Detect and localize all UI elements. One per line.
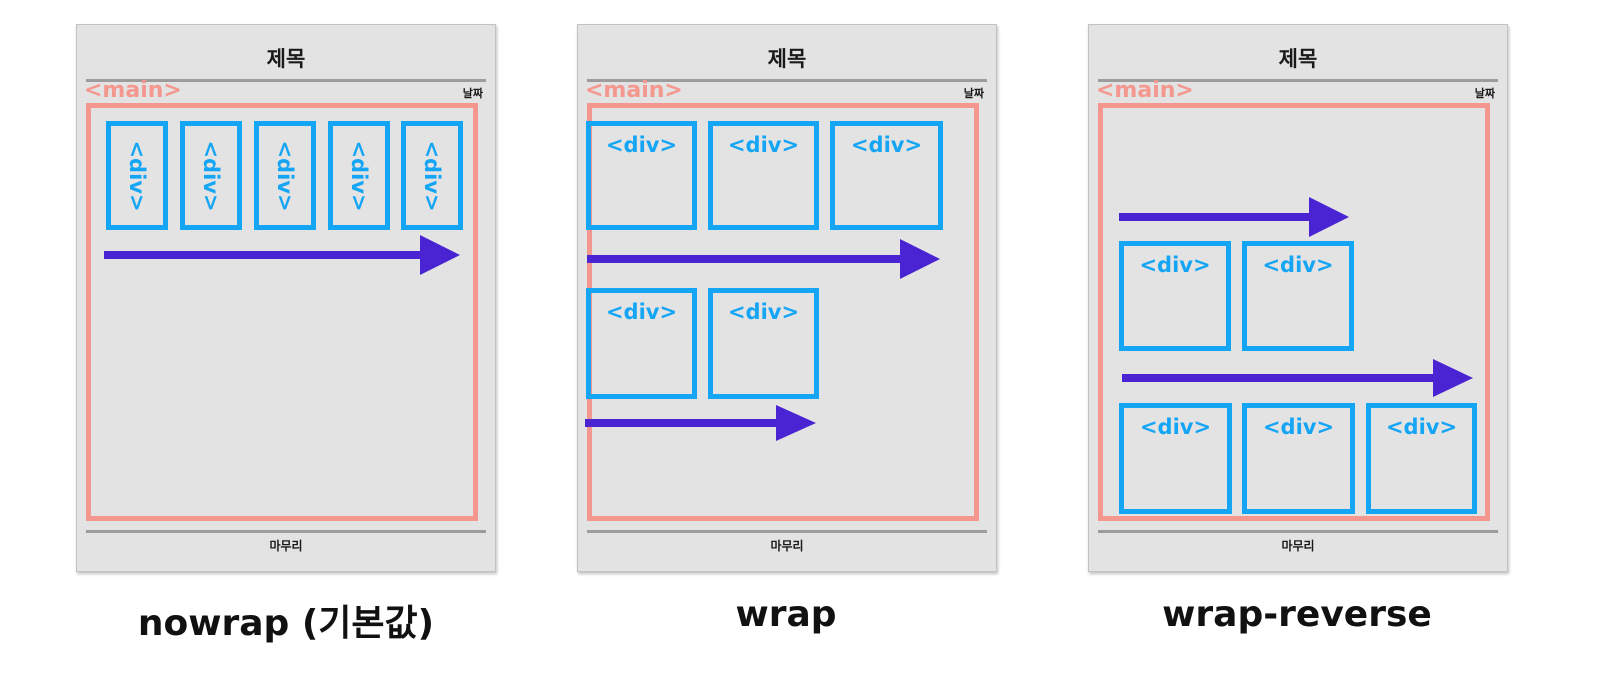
div-box: <div> [106, 121, 168, 230]
footer-divider [86, 530, 486, 533]
nowrap-panel: 제목 날짜 <main> <div> <div> <div> <div> <di… [76, 24, 496, 572]
main-tag-label: <main> [84, 78, 182, 103]
div-label: <div> [850, 133, 923, 157]
footer-divider [1098, 530, 1498, 533]
div-box: <div> [401, 121, 463, 230]
date-label: 날짜 [963, 87, 984, 100]
div-box: <div> [830, 121, 943, 230]
main-tag-label: <main> [585, 78, 683, 103]
header-divider [1098, 79, 1498, 82]
div-box: <div> [1366, 403, 1477, 514]
page-title: 제목 [767, 47, 807, 71]
div-label: <div> [1139, 253, 1211, 277]
footer-divider [587, 530, 987, 533]
main-container [1098, 103, 1490, 521]
div-box: <div> [1119, 241, 1231, 351]
flow-arrow [585, 405, 816, 441]
div-box: <div> [586, 121, 697, 230]
header-divider [86, 79, 486, 82]
div-box: <div> [1242, 241, 1354, 351]
div-label: <div> [1385, 415, 1458, 439]
flow-arrow [587, 239, 940, 279]
flow-arrow [1122, 359, 1473, 397]
div-label: <div> [1262, 253, 1334, 277]
footer-label: 마무리 [269, 539, 303, 553]
div-label: <div> [605, 133, 678, 157]
page-title: 제목 [266, 47, 306, 71]
div-box: <div> [180, 121, 242, 230]
date-label: 날짜 [1474, 87, 1495, 100]
main-tag-label: <main> [1096, 78, 1194, 103]
arrows-layer [585, 239, 940, 441]
footer-label: 마무리 [1281, 539, 1315, 553]
div-box: <div> [254, 121, 316, 230]
caption-wrap: wrap [735, 594, 837, 635]
div-label: <div> [727, 300, 800, 324]
header-divider [587, 79, 987, 82]
main-container [86, 103, 478, 521]
caption-wrap-reverse: wrap-reverse [1162, 594, 1432, 635]
arrows-layer [1119, 197, 1473, 397]
div-box: <div> [708, 288, 819, 399]
footer-label: 마무리 [770, 539, 804, 553]
div-box: <div> [1242, 403, 1355, 514]
wrap-panel: 제목 날짜 <main> <div> <div> <div> <div> <di… [577, 24, 997, 572]
page-title: 제목 [1278, 47, 1318, 71]
div-label: <div> [605, 300, 678, 324]
wrap-reverse-panel: 제목 날짜 <main> <div> <div> <div> <div> <di… [1088, 24, 1508, 572]
flow-arrow [1119, 197, 1349, 237]
div-label: <div> [1262, 415, 1335, 439]
arrows-layer [104, 235, 460, 275]
div-box: <div> [586, 288, 697, 399]
div-box: <div> [708, 121, 819, 230]
div-label: <div> [727, 133, 800, 157]
caption-nowrap: nowrap (기본값) [137, 603, 435, 644]
div-box: <div> [328, 121, 390, 230]
flow-arrow [104, 235, 460, 275]
div-box: <div> [1119, 403, 1232, 514]
div-label: <div> [1139, 415, 1212, 439]
date-label: 날짜 [462, 87, 483, 100]
